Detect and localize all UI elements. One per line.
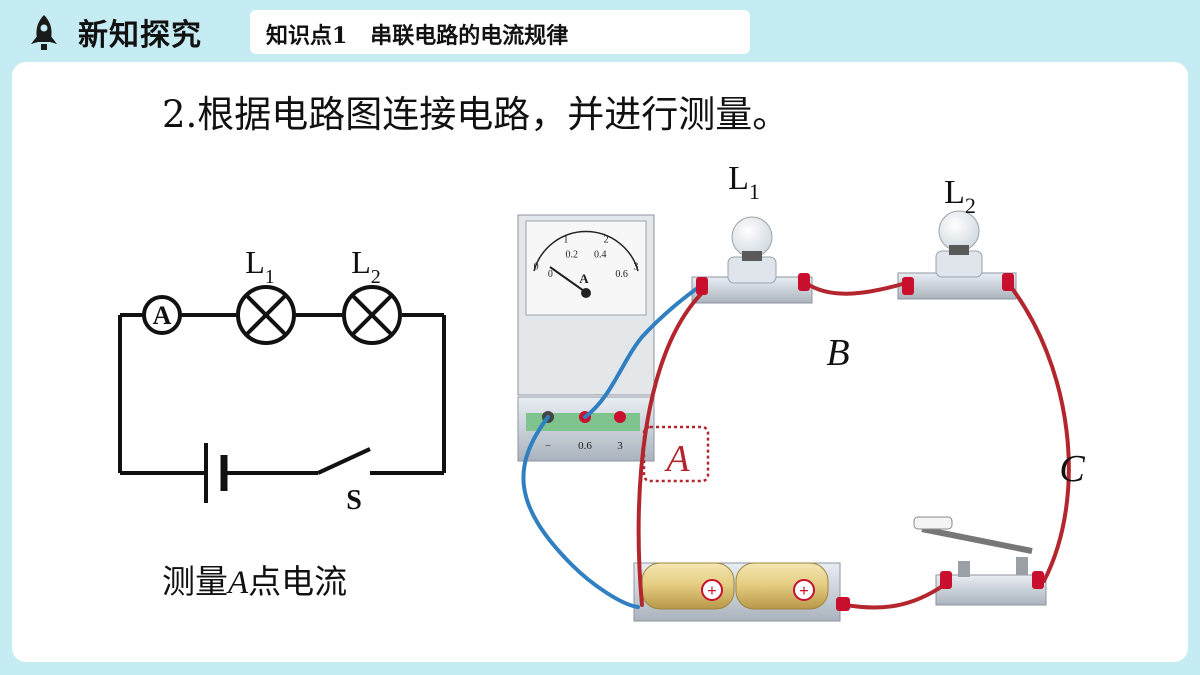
ammeter-terminal-3[interactable] bbox=[614, 411, 626, 423]
lamp1-assembly bbox=[691, 216, 813, 304]
ammeter-scale-bottom-label: 0 bbox=[548, 269, 553, 280]
ammeter-terminal-label: 0.6 bbox=[578, 440, 592, 452]
photo-lamp1-label: L1 bbox=[728, 165, 760, 204]
topic-box: 知识点1 串联电路的电流规律 bbox=[250, 10, 750, 54]
ammeter-scale-top-label: 0 bbox=[534, 262, 539, 273]
rocket-icon bbox=[31, 15, 57, 50]
schematic-lamp2-label: L2 bbox=[351, 247, 381, 288]
switch-label: S bbox=[346, 485, 362, 516]
blue-wire-ammeter-to-lamp1 bbox=[583, 283, 704, 419]
instruction-text: 2.根据电路图连接电路，并进行测量。 bbox=[162, 93, 790, 136]
photo-lamp2-label: L2 bbox=[944, 174, 976, 218]
schematic-lamp1-label: L1 bbox=[245, 247, 275, 288]
content-card: 2.根据电路图连接电路，并进行测量。 A L1 bbox=[12, 62, 1188, 662]
ammeter-unit-label: A bbox=[579, 271, 589, 286]
battery-symbol bbox=[204, 443, 228, 503]
ammeter-terminal-label: − bbox=[545, 440, 551, 452]
ammeter-terminal-label: 3 bbox=[617, 440, 623, 452]
lamp1-symbol bbox=[236, 285, 296, 345]
ammeter-scale-top-label: 1 bbox=[563, 235, 568, 246]
blue-wire-battery-to-ammeter bbox=[521, 415, 640, 609]
point-c-label: C bbox=[1059, 448, 1085, 490]
point-a-highlight-box bbox=[642, 425, 710, 483]
red-wire-point-a bbox=[636, 291, 704, 607]
svg-text:+: + bbox=[707, 581, 717, 600]
section-title: 新知探究 bbox=[78, 18, 202, 53]
lamp2-symbol bbox=[342, 285, 402, 345]
circuit-schematic: A L1 L2 S bbox=[118, 247, 446, 516]
ammeter-scale-bottom-label: 0.4 bbox=[594, 250, 607, 261]
terminals bbox=[696, 273, 1044, 611]
knife-switch[interactable] bbox=[913, 516, 1047, 606]
svg-text:+: + bbox=[799, 581, 809, 600]
topic-title: 知识点1 串联电路的电流规律 bbox=[266, 23, 569, 49]
ammeter-scale-bottom-label: 0.2 bbox=[565, 250, 578, 261]
ammeter-terminal-labels: − 0.6 3 bbox=[545, 440, 623, 452]
ammeter-scale-top-label: 2 bbox=[604, 235, 609, 246]
point-a-label: A bbox=[663, 438, 690, 480]
ammeter-scale-bottom-label: 0.6 bbox=[615, 269, 628, 280]
circuit-photo: L1 L2 A 0 1 2 3 0 0.2 0.4 0.6 − 0.6 3 + + bbox=[517, 165, 1085, 622]
ammeter-symbol: A bbox=[142, 295, 182, 335]
ammeter-device: A bbox=[517, 214, 655, 462]
ammeter-symbol-label: A bbox=[153, 301, 172, 330]
ammeter-scale: 0 1 2 3 0 0.2 0.4 0.6 bbox=[534, 235, 639, 280]
wires bbox=[521, 281, 1071, 610]
battery-holder: + + bbox=[633, 562, 841, 622]
point-b-label: B bbox=[826, 332, 849, 374]
caption-text: 测量A点电流 bbox=[162, 562, 348, 601]
red-wire-point-c bbox=[1006, 281, 1071, 583]
red-wire-point-b bbox=[804, 281, 908, 296]
red-wire-battery-to-switch bbox=[844, 583, 946, 610]
header-bar: 新知探究 知识点1 串联电路的电流规律 bbox=[0, 0, 1200, 58]
lamp2-assembly bbox=[897, 210, 1017, 300]
ammeter-scale-top-label: 3 bbox=[633, 262, 638, 273]
